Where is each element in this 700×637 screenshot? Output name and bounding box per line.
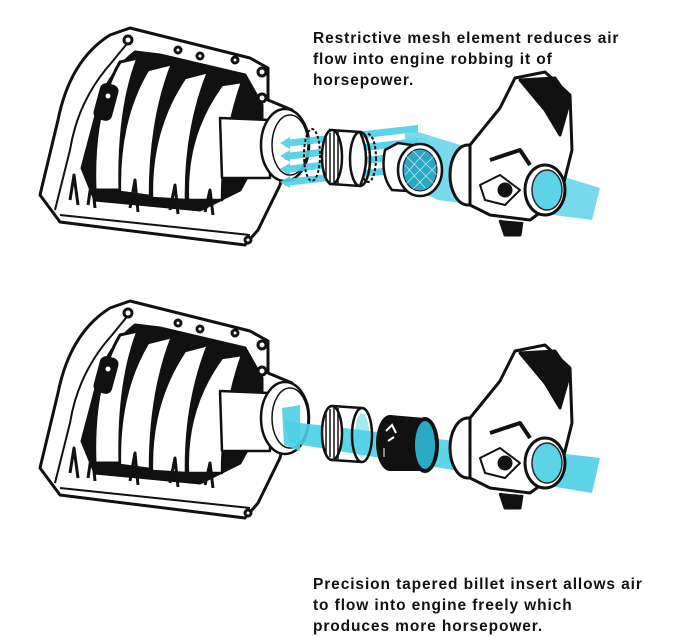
caption-line: produces more horsepower. [313,618,544,635]
caption-line: horsepower. [313,72,415,89]
caption-line: Restrictive mesh element reduces air [313,30,620,47]
restrictive-diagram-illustration [38,26,600,247]
billet-insert-diagram-illustration [38,299,600,520]
caption-line: to flow into engine freely which [313,597,573,614]
intake-manifold-icon [38,26,294,247]
caption-line: flow into engine robbing it of [313,51,553,68]
restrictive-mesh-panel: Restrictive mesh element reduces air flo… [0,0,700,273]
threaded-spacer-icon [320,128,372,188]
billet-insert-ring-icon [376,415,439,473]
throttle-body-icon [448,70,574,237]
billet-insert-panel: Precision tapered billet insert allows a… [0,273,700,635]
billet-insert-caption: Precision tapered billet insert allows a… [313,574,700,637]
throttle-body-icon [448,343,574,510]
caption-line: Precision tapered billet insert allows a… [313,576,643,593]
mesh-filter-element-icon [382,141,444,198]
restrictive-caption: Restrictive mesh element reduces air flo… [313,28,693,91]
threaded-spacer-icon [320,404,374,464]
intake-manifold-icon [38,299,294,520]
